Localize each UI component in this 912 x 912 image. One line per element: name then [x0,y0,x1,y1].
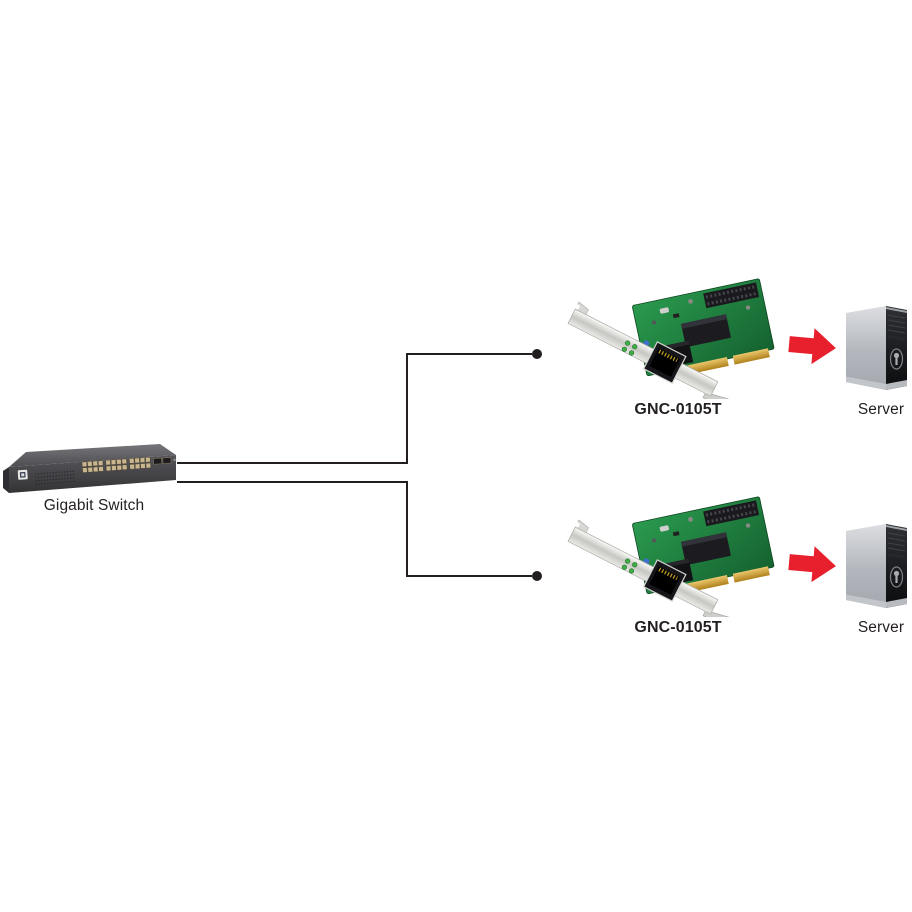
network-card-image [565,277,781,399]
nic-label: GNC-0105T [634,401,722,418]
server-tower-image [844,302,910,396]
connection-endpoint-dot [532,349,542,359]
connection-line-bottom [177,481,532,577]
red-arrow-icon [787,542,839,588]
row-top: GNC-0105T Server [565,277,912,509]
connection-endpoint-dot [532,571,542,581]
server-label: Server [857,401,905,418]
server-tower-image [844,520,910,614]
switch-label: Gigabit Switch [43,497,145,514]
gigabit-switch-image [2,438,182,496]
nic-label: GNC-0105T [634,619,722,636]
connection-line-top [177,353,532,464]
server-label: Server [857,619,905,636]
network-card-image [565,495,781,617]
row-bottom: GNC-0105T Server [565,495,912,727]
red-arrow-icon [787,324,839,370]
